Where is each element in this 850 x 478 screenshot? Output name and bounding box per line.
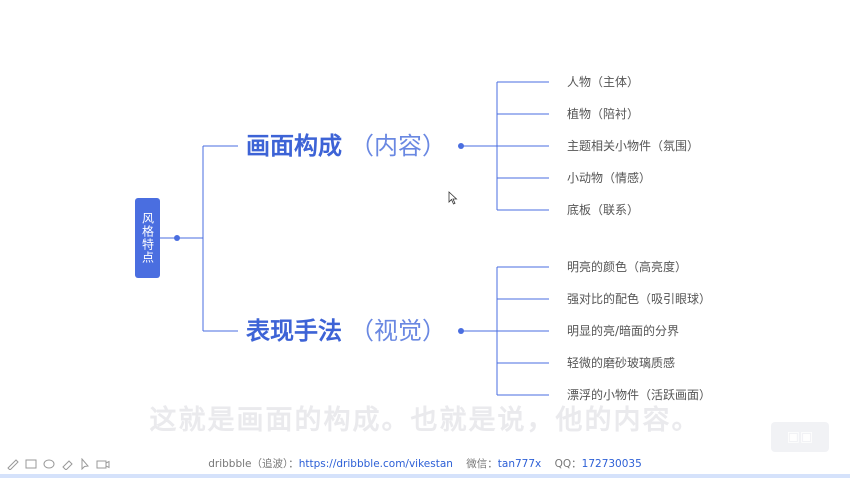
leaf-item: 人物（主体）: [567, 75, 640, 89]
branch-dot-1: [458, 143, 464, 149]
branch-technique: 表现手法 （视觉）: [246, 316, 446, 346]
branch-subtitle: （内容）: [350, 132, 446, 160]
leaf-item: 漂浮的小物件（活跃画面）: [567, 388, 712, 402]
root-label: 风格特点: [140, 212, 155, 264]
qq-number: 172730035: [581, 458, 642, 470]
contact-footer: dribbble（追波）：https://dribbble.com/vikest…: [0, 456, 850, 471]
screen-icon[interactable]: [24, 458, 38, 470]
camera-icon[interactable]: [96, 458, 110, 470]
branch-title: 画面构成: [246, 132, 342, 160]
progress-strip: [0, 474, 850, 478]
dribbble-label: dribbble（追波）：: [208, 458, 299, 470]
watermark-logo: ▣▣: [771, 422, 829, 452]
annotation-toolbar: [6, 458, 110, 470]
branch-subtitle: （视觉）: [350, 317, 446, 345]
branch-title: 表现手法: [246, 317, 342, 345]
leaf-item: 植物（陪衬）: [567, 107, 640, 121]
leaf-item: 强对比的配色（吸引眼球）: [567, 292, 712, 306]
dribbble-link[interactable]: https://dribbble.com/vikestan: [298, 458, 453, 470]
wechat-label: 微信：: [466, 458, 498, 470]
eraser-icon[interactable]: [60, 458, 74, 470]
leaf-item: 主题相关小物件（氛围）: [567, 139, 700, 153]
lasso-icon[interactable]: [42, 458, 56, 470]
pointer-icon[interactable]: [78, 458, 92, 470]
leaf-item: 明亮的颜色（高亮度）: [567, 260, 688, 274]
leaf-item: 底板（联系）: [567, 203, 640, 217]
root-dot: [174, 235, 180, 241]
root-node: 风格特点: [135, 198, 160, 278]
leaf-item: 小动物（情感）: [567, 171, 652, 185]
video-subtitle: 这就是画面的构成。也就是说，他的内容。: [149, 405, 701, 436]
pen-icon[interactable]: [6, 458, 20, 470]
branch-composition: 画面构成 （内容）: [246, 131, 446, 161]
branch-dot-2: [458, 328, 464, 334]
qq-label: QQ：: [554, 458, 582, 470]
wechat-id: tan777x: [497, 458, 542, 470]
mouse-cursor-icon: [448, 191, 458, 205]
leaf-item: 轻微的磨砂玻璃质感: [567, 356, 676, 370]
leaf-item: 明显的亮/暗面的分界: [567, 324, 680, 338]
